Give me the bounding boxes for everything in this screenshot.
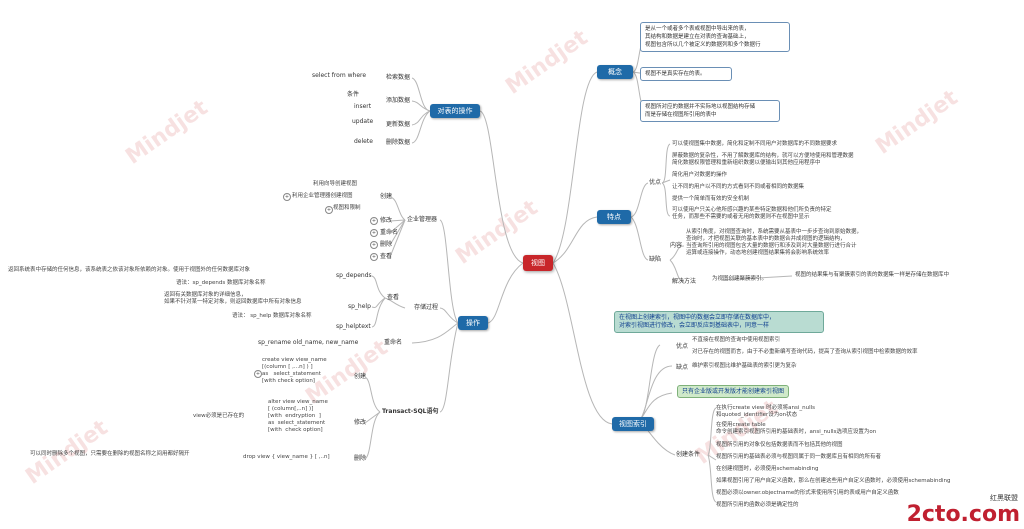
sp-view: 查看 — [387, 294, 400, 301]
features-perf-note: 从索引角度，对视图查询时，系统需要从基表中一步步查询到原始数据， 查询时，才把视… — [686, 229, 863, 256]
features-pro-item: 屏蔽数据的复杂性，不用了解数据库的结构，就可以方便地使用和管理数据 简化数据权限… — [672, 153, 854, 166]
table-op-label: 添加数据 — [386, 97, 411, 104]
concept-note: 视图不是真实存在的表。 — [640, 67, 732, 81]
tsql-label: Transact-SQL语句 — [382, 408, 439, 415]
features-pro-item: 提供一个简单而有效的安全机制 — [672, 196, 750, 202]
indexed-cons-item: 维护索引视图比维护基础表的索引更为复杂 — [692, 363, 797, 369]
em-item: 删除 — [380, 241, 393, 248]
table-op-label: 更新数据 — [386, 121, 411, 128]
site-logo: 2cto.com — [906, 502, 1020, 527]
indexed-banner: 在视图上创建索引，视图中的数据会立即存储在数据库中， 对索引视图进行修改，会立即… — [614, 311, 824, 333]
branch-features[interactable]: 特点 — [597, 210, 631, 224]
sp-depends-syntax: 语法：sp_depends 数据库对象名称 — [176, 280, 266, 286]
indexed-cons-label: 缺点 — [676, 364, 689, 371]
table-op-extra: 条件 — [347, 91, 360, 98]
em-label: 企业管理器 — [407, 216, 438, 223]
indexed-pros-label: 优点 — [676, 343, 689, 350]
indexed-pro-item: 不直接在视图的查询中使用视图索引 — [692, 337, 781, 343]
sp-depends-desc: 返回系统表中存储的任何信息，该系统表之依该对象所依赖的对象。使用于视图外的任何数… — [8, 267, 251, 273]
em-item: 重命名 — [380, 229, 399, 236]
tsql-drop-note: 可以同时删除多个视图，只需要在删除的视图名称之间用都好隔开 — [30, 451, 190, 457]
branch-operations[interactable]: 操作 — [458, 316, 488, 330]
sp-helptext: sp_helptext — [336, 323, 371, 330]
concept-note: 视图所对应的数据并不实际地以视图结构存储 而是存储在视图所引用的表中 — [640, 100, 780, 122]
features-pro-item: 可以使视图集中数据，简化和定制不同用户对数据库的不同数据要求 — [672, 141, 838, 147]
sp-help: sp_help — [348, 303, 371, 310]
expand-icon[interactable]: + — [254, 370, 262, 378]
expand-icon[interactable]: + — [325, 206, 333, 214]
expand-icon[interactable]: + — [370, 241, 378, 249]
table-op-detail: insert — [354, 103, 372, 110]
table-op-detail: update — [352, 118, 374, 125]
features-cons-label: 缺陷 — [649, 256, 662, 263]
branch-concept[interactable]: 概念 — [597, 65, 633, 79]
expand-icon[interactable]: + — [283, 193, 291, 201]
tsql-drop-label: 删除 — [354, 455, 367, 462]
em-item: 查看 — [380, 253, 393, 260]
concept-note: 是从一个或者多个表或视图中导出来的表， 其结构和数据是建立在对表的查询基础上， … — [640, 22, 790, 52]
branch-indexed-view[interactable]: 视图索引 — [612, 417, 654, 431]
indexed-cond-item: 在创建视图时，必须使用schemabinding — [716, 466, 819, 472]
em-create-item: 视图和限制 — [333, 205, 361, 211]
sp-depends: sp_depends — [336, 272, 372, 279]
features-pro-item: 简化用户对数据的操作 — [672, 172, 728, 178]
features-solution-label: 解决方法 — [672, 278, 697, 285]
indexed-cond-item: 视图所引用的函数必须是确定性的 — [716, 502, 799, 508]
indexed-pro-item: 对已存在的视图而言，由于不必重新编写查询代码，提高了查询从索引视图中检索数据的效… — [692, 349, 918, 355]
table-op-label: 删除数据 — [386, 139, 411, 146]
indexed-cond-item: 在执行create view 时必须将ansi_nulls 和quoted_id… — [716, 405, 816, 418]
sp-label: 存储过程 — [414, 304, 439, 311]
tsql-alter-code: alter view view_name [ (column[,..n] )] … — [268, 399, 328, 433]
indexed-cond-item: 视图必须以owner.objectname的形式来使用所引用的表或用户自定义函数 — [716, 490, 899, 496]
central-topic[interactable]: 视图 — [523, 255, 553, 271]
table-op-detail: delete — [354, 138, 373, 145]
features-perf-label: 内容 — [670, 242, 683, 249]
expand-icon[interactable]: + — [370, 253, 378, 261]
tsql-create-label: 创建 — [354, 373, 367, 380]
em-create-item: 利用企业管理器创建视图 — [292, 193, 353, 199]
indexed-cond-item: 视图所引用的对象仅包括数据表而不包括其他的视图 — [716, 442, 843, 448]
tsql-create-code: create view view_name [(column [ ,...n] … — [262, 357, 327, 384]
indexed-cond-label: 创建条件 — [676, 451, 701, 458]
indexed-edition-note: 只有企业版或开发版才能创建索引视图 — [677, 385, 790, 398]
em-create-item: 利用向导创建视图 — [313, 181, 358, 187]
table-op-detail: select from where — [312, 72, 367, 79]
rename-label: 重命名 — [384, 339, 403, 346]
expand-icon[interactable]: + — [370, 217, 378, 225]
features-pro-item: 让不同的用户以不同的方式看到不同或者相同的数据集 — [672, 184, 805, 190]
tsql-alter-note: view必须是已存在的 — [193, 413, 245, 419]
rename-code: sp_rename old_name, new_name — [258, 339, 359, 346]
table-op-label: 检索数据 — [386, 74, 411, 81]
branch-table-ops[interactable]: 对表的操作 — [430, 104, 480, 118]
tsql-drop-code: drop view { view_name } [ ,..n] — [243, 454, 330, 460]
indexed-cond-item: 在使用create table 命令创建索引视图所引用的基础表时，ansi_nu… — [716, 422, 877, 435]
indexed-cond-item: 如果视图引用了用户自定义函数，那么在创建这些用户自定义函数时，必须使用schem… — [716, 478, 951, 484]
features-pro-item: 可以使用户只关心他所感兴趣的某些特定数据和他们所负责的特定 任务，而那些不需要的… — [672, 207, 832, 220]
features-solution-note: 视图的结果集与有聚簇索引的表的数据集一样是存储在数据库中 — [795, 272, 950, 278]
sp-help-syntax: 语法： sp_help 数据库对象名称 — [232, 313, 312, 319]
indexed-cond-item: 视图所引用的基础表必须与视图同属于同一数据库且有相同的所有者 — [716, 454, 882, 460]
em-item: 修改 — [380, 217, 393, 224]
features-pros-label: 优点 — [649, 179, 662, 186]
em-create: 创建 — [380, 193, 393, 200]
tsql-alter-label: 修改 — [354, 419, 367, 426]
expand-icon[interactable]: + — [370, 229, 378, 237]
site-logo-sub: 红黑联盟 — [990, 494, 1018, 502]
sp-help-desc: 返回有关数据库对象的详细信息， 如果不针对某一特定对象，则返回数据库中所有对象信… — [164, 292, 302, 305]
features-solution: 为视图创建聚簇索引。 — [712, 276, 768, 282]
